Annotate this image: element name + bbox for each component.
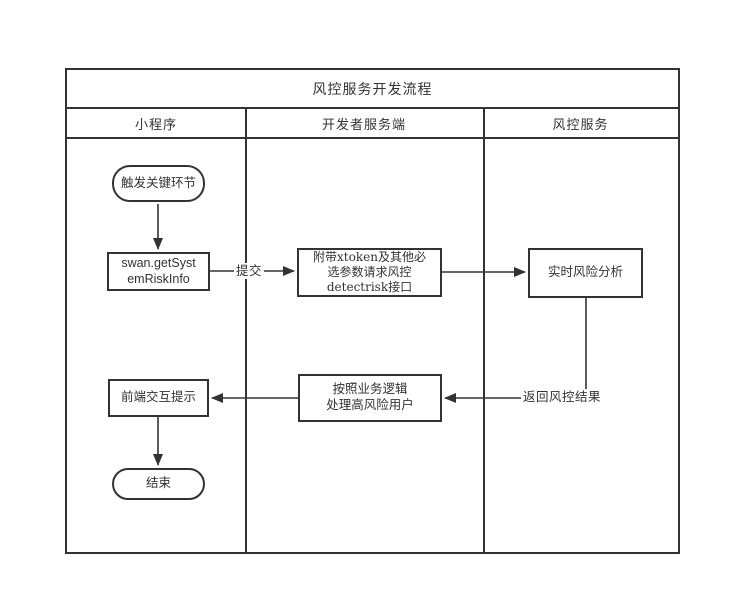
lane-header-risk-service: 风控服务	[552, 116, 609, 132]
lane-header-developer-server: 开发者服务端	[321, 116, 406, 132]
lane-header-row: 小程序 开发者服务端 风控服务	[67, 109, 678, 139]
node-handle-high-risk-users: 按照业务逻辑 处理高风险用户	[298, 374, 442, 422]
lane-divider-2	[483, 107, 485, 552]
edge-label-return-risk-result: 返回风控结果	[521, 389, 604, 405]
lane-divider-1	[245, 107, 247, 552]
node-swan-getsystemriskinfo: swan.getSyst emRiskInfo	[107, 252, 210, 291]
lane-header-miniprogram: 小程序	[134, 116, 177, 132]
node-frontend-interaction-tip: 前端交互提示	[108, 379, 209, 417]
edge-label-submit: 提交	[234, 263, 265, 279]
node-end: 结束	[112, 468, 205, 500]
node-realtime-risk-analysis: 实时风险分析	[528, 248, 643, 298]
node-attach-xtoken-request: 附带xtoken及其他必 选参数请求风控 detectrisk接口	[297, 248, 442, 297]
diagram-title: 风控服务开发流程	[67, 70, 678, 109]
node-trigger-key-step: 触发关键环节	[112, 165, 205, 202]
